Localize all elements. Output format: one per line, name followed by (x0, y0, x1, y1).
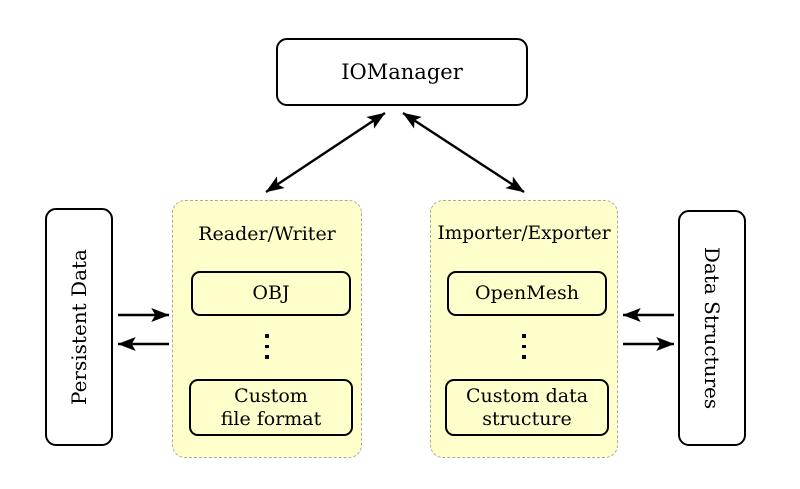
chip-openmesh-label: OpenMesh (475, 281, 579, 304)
arrow-manager-reader-writer (265, 112, 386, 193)
group-importer-exporter-title: Importer/Exporter (437, 223, 611, 244)
chip-custom-file-format-line-1: Custom (234, 385, 308, 408)
ellipsis-dot (265, 355, 269, 359)
chip-custom-data-structure[interactable]: Custom data structure (445, 379, 609, 436)
node-persistent-data[interactable]: Persistent Data (45, 208, 113, 446)
ellipsis-dot (265, 344, 269, 348)
node-io-manager[interactable]: IOManager (276, 38, 528, 106)
chip-openmesh[interactable]: OpenMesh (447, 271, 607, 316)
ellipsis-importer-exporter (431, 334, 617, 359)
ellipsis-dot (522, 344, 526, 348)
ellipsis-dot (522, 355, 526, 359)
chip-custom-file-format-text: Custom file format (221, 385, 322, 430)
chip-custom-data-structure-line-2: structure (482, 407, 572, 430)
data-structures-label: Data Structures (700, 246, 724, 410)
chip-obj[interactable]: OBJ (191, 271, 351, 316)
ellipsis-reader-writer (173, 334, 361, 359)
group-importer-exporter[interactable]: Importer/Exporter OpenMesh Custom data s… (430, 200, 618, 458)
chip-custom-file-format[interactable]: Custom file format (189, 379, 353, 436)
io-manager-label: IOManager (341, 60, 463, 84)
chip-custom-data-structure-line-1: Custom data (465, 385, 589, 408)
chip-custom-file-format-line-2: file format (220, 407, 322, 430)
chip-custom-data-structure-text: Custom data structure (466, 385, 588, 430)
ellipsis-dot (265, 334, 269, 338)
group-reader-writer-title: Reader/Writer (198, 223, 336, 245)
arrow-manager-importer-exporter (402, 111, 525, 194)
chip-obj-label: OBJ (252, 281, 290, 304)
node-data-structures[interactable]: Data Structures (678, 210, 746, 446)
ellipsis-dot (522, 334, 526, 338)
group-reader-writer[interactable]: Reader/Writer OBJ Custom file format (172, 200, 362, 458)
persistent-data-label: Persistent Data (67, 249, 92, 405)
